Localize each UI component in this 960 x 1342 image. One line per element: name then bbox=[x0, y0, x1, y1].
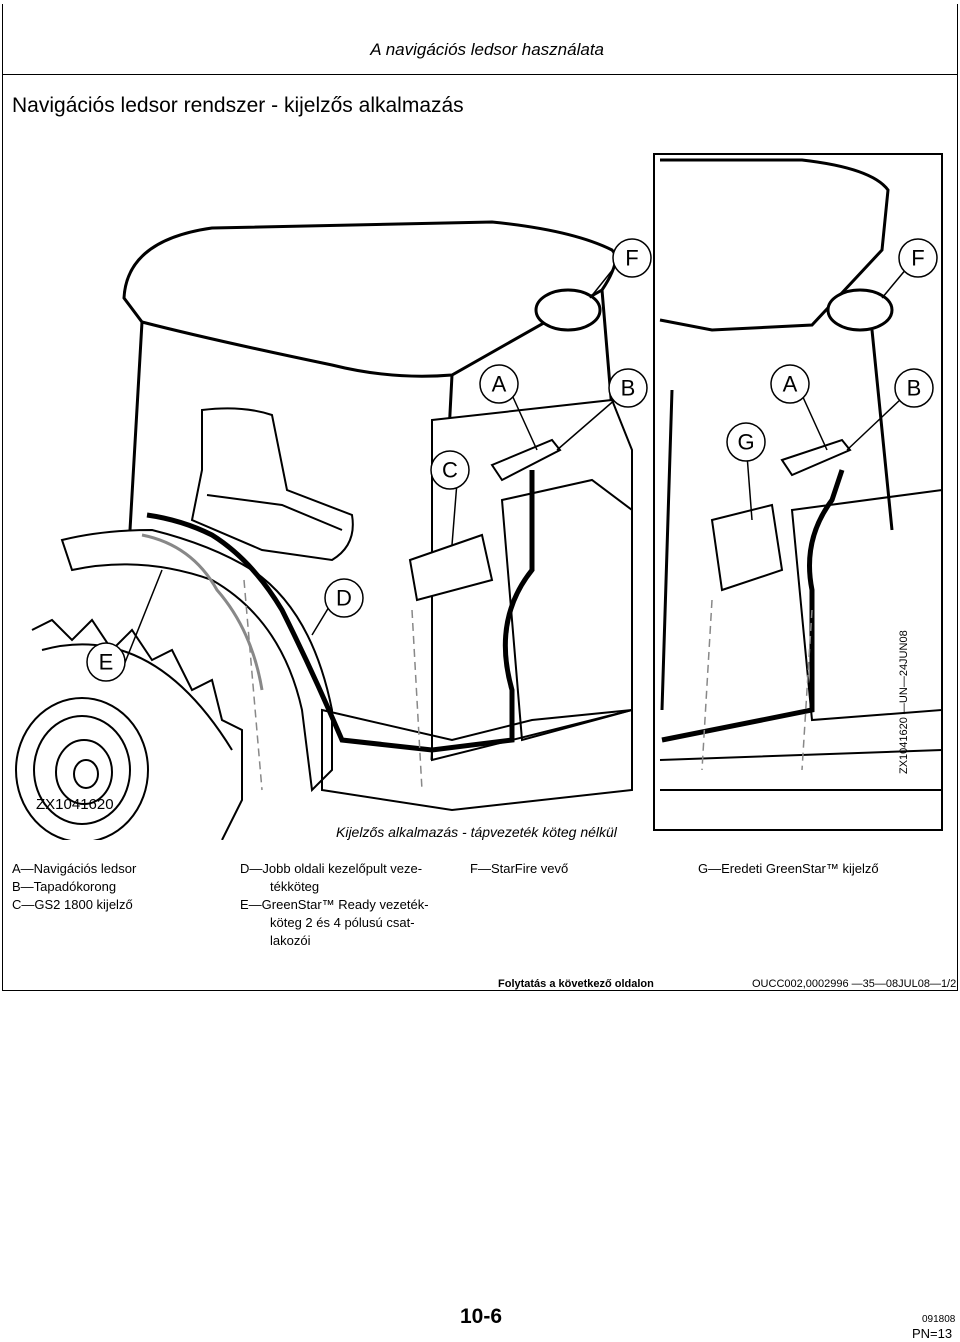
svg-text:G: G bbox=[737, 430, 754, 455]
pn-code: PN=13 bbox=[912, 1326, 953, 1341]
svg-text:A: A bbox=[492, 372, 507, 397]
legend-column-3: F—StarFire vevő bbox=[470, 860, 568, 878]
legend-column-4: G—Eredeti GreenStar™ kijelző bbox=[698, 860, 879, 878]
legend-item-b: B—Tapadókorong bbox=[12, 879, 117, 894]
legend-item-d: D—Jobb oldali kezelőpult veze- bbox=[240, 861, 423, 876]
callout-f-right: F bbox=[898, 238, 938, 278]
figure-caption: Kijelzős alkalmazás - tápvezeték köteg n… bbox=[336, 824, 617, 840]
page-frame bbox=[2, 4, 958, 990]
callout-a-right: A bbox=[770, 364, 810, 404]
svg-text:C: C bbox=[442, 458, 458, 483]
figure-id: ZX1041620 bbox=[36, 796, 114, 813]
svg-text:B: B bbox=[621, 376, 636, 401]
callout-c-left: C bbox=[430, 450, 470, 490]
legend-item-d-cont: tékköteg bbox=[270, 879, 320, 894]
tractor-cab-illustration: F A B C D E F A bbox=[12, 150, 948, 840]
legend-column-1: A—Navigációs ledsor B—Tapadókorong C—GS2… bbox=[12, 860, 136, 914]
callout-a-left: A bbox=[479, 364, 519, 404]
callout-e-left: E bbox=[86, 642, 126, 682]
continued-notice: Folytatás a következő oldalon bbox=[498, 978, 654, 990]
header-divider bbox=[2, 74, 958, 75]
page-title: Navigációs ledsor rendszer - kijelzős al… bbox=[12, 94, 464, 117]
legend-item-a: A—Navigációs ledsor bbox=[12, 861, 137, 876]
section-header: A navigációs ledsor használata bbox=[370, 40, 604, 59]
svg-text:B: B bbox=[907, 376, 922, 401]
legend-item-e-cont-2: lakozói bbox=[270, 933, 311, 948]
legend-item-e-cont-1: köteg 2 és 4 pólusú csat- bbox=[270, 915, 415, 930]
figure-id-vertical: ZX1041620 —UN—24JUN08 bbox=[898, 630, 910, 774]
legend-column-2: D—Jobb oldali kezelőpult veze- tékköteg … bbox=[240, 860, 429, 950]
callout-d-left: D bbox=[324, 578, 364, 618]
legend-item-c: C—GS2 1800 kijelző bbox=[12, 897, 133, 912]
svg-text:A: A bbox=[783, 372, 798, 397]
page-number: 10-6 bbox=[460, 1305, 503, 1328]
document-code: OUCC002,0002996 —35—08JUL08—1/2 bbox=[752, 978, 957, 990]
legend-item-e: E—GreenStar™ Ready vezeték- bbox=[240, 897, 429, 912]
svg-text:F: F bbox=[625, 246, 638, 271]
date-code: 091808 bbox=[922, 1314, 956, 1325]
legend-item-f: F—StarFire vevő bbox=[470, 861, 569, 876]
svg-text:E: E bbox=[99, 650, 114, 675]
svg-text:F: F bbox=[911, 246, 924, 271]
frame-bottom-divider bbox=[2, 990, 958, 991]
callout-b-left: B bbox=[608, 368, 648, 408]
legend-item-g: G—Eredeti GreenStar™ kijelző bbox=[698, 861, 879, 876]
svg-text:D: D bbox=[336, 586, 352, 611]
callout-b-right: B bbox=[894, 368, 934, 408]
callout-f-left: F bbox=[612, 238, 652, 278]
callout-g-right: G bbox=[726, 422, 766, 462]
